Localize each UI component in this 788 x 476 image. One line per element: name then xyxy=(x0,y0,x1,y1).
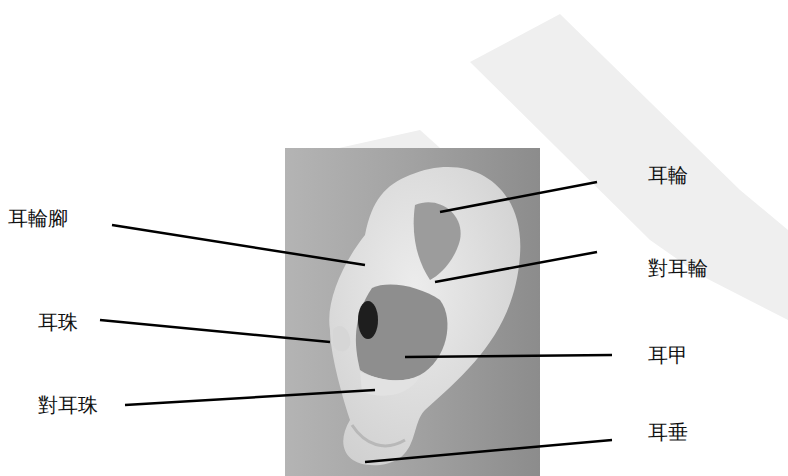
leader-lines xyxy=(100,182,612,462)
ear-canal xyxy=(358,301,378,339)
part-label: 對耳輪 xyxy=(648,256,708,280)
fossa xyxy=(414,202,461,280)
part-label: 對耳珠 xyxy=(38,393,98,417)
photo-background xyxy=(285,148,540,476)
leader-line xyxy=(405,355,612,357)
leader-line xyxy=(435,252,597,282)
leader-line xyxy=(440,182,597,212)
lobe-edge xyxy=(352,425,405,446)
tragus xyxy=(333,326,350,351)
leader-line xyxy=(125,390,375,405)
part-label: 耳垂 xyxy=(648,420,688,444)
leader-line xyxy=(100,320,330,342)
concha xyxy=(356,284,448,380)
part-label: 耳珠 xyxy=(38,310,78,334)
part-label: 耳輪腳 xyxy=(8,206,68,230)
antitragus xyxy=(360,372,420,396)
leader-line xyxy=(112,225,365,265)
part-label: 耳輪 xyxy=(648,163,688,187)
part-label: 耳甲 xyxy=(648,343,688,367)
leader-line xyxy=(365,440,612,462)
ear-outline xyxy=(329,167,520,465)
